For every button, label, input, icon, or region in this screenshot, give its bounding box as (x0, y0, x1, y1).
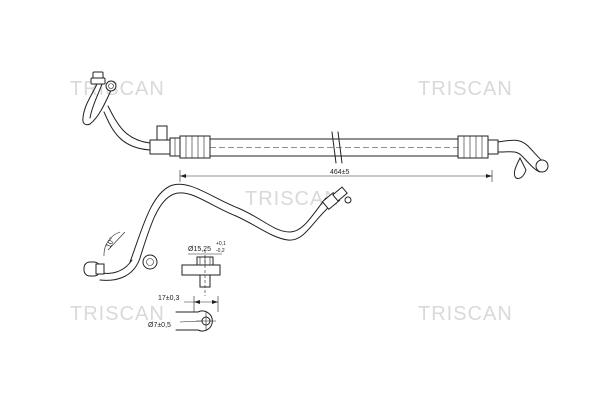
diameter-tol-plus: +0,1 (216, 241, 226, 247)
detail-banjo: 17±0,3 Ø7±0,5 (148, 295, 219, 332)
left-fitting (82, 71, 117, 126)
detail-diameter: Ø15,25 +0,1 -0,2 (181, 241, 226, 296)
watermarks: TRISCAN TRISCAN TRISCAN TRISCAN TRISCAN (70, 78, 513, 325)
hose-top-view: 464±5 (82, 71, 549, 182)
diameter-main-label: Ø15,25 (188, 246, 211, 253)
pipe-side-view: 10° (83, 183, 352, 281)
watermark-bottom-left: TRISCAN (70, 303, 165, 325)
watermark-top-right: TRISCAN (418, 78, 513, 100)
diameter-tol-minus: -0,2 (216, 248, 225, 254)
length-dimension: 464±5 (330, 169, 350, 176)
watermark-center: TRISCAN (245, 188, 340, 210)
angle-dimension: 10° (105, 236, 117, 249)
width-dimension: 17±0,3 (158, 295, 179, 302)
watermark-bottom-right: TRISCAN (418, 303, 513, 325)
watermark-top-left: TRISCAN (70, 78, 165, 100)
diameter-small-label: Ø7±0,5 (148, 322, 171, 329)
